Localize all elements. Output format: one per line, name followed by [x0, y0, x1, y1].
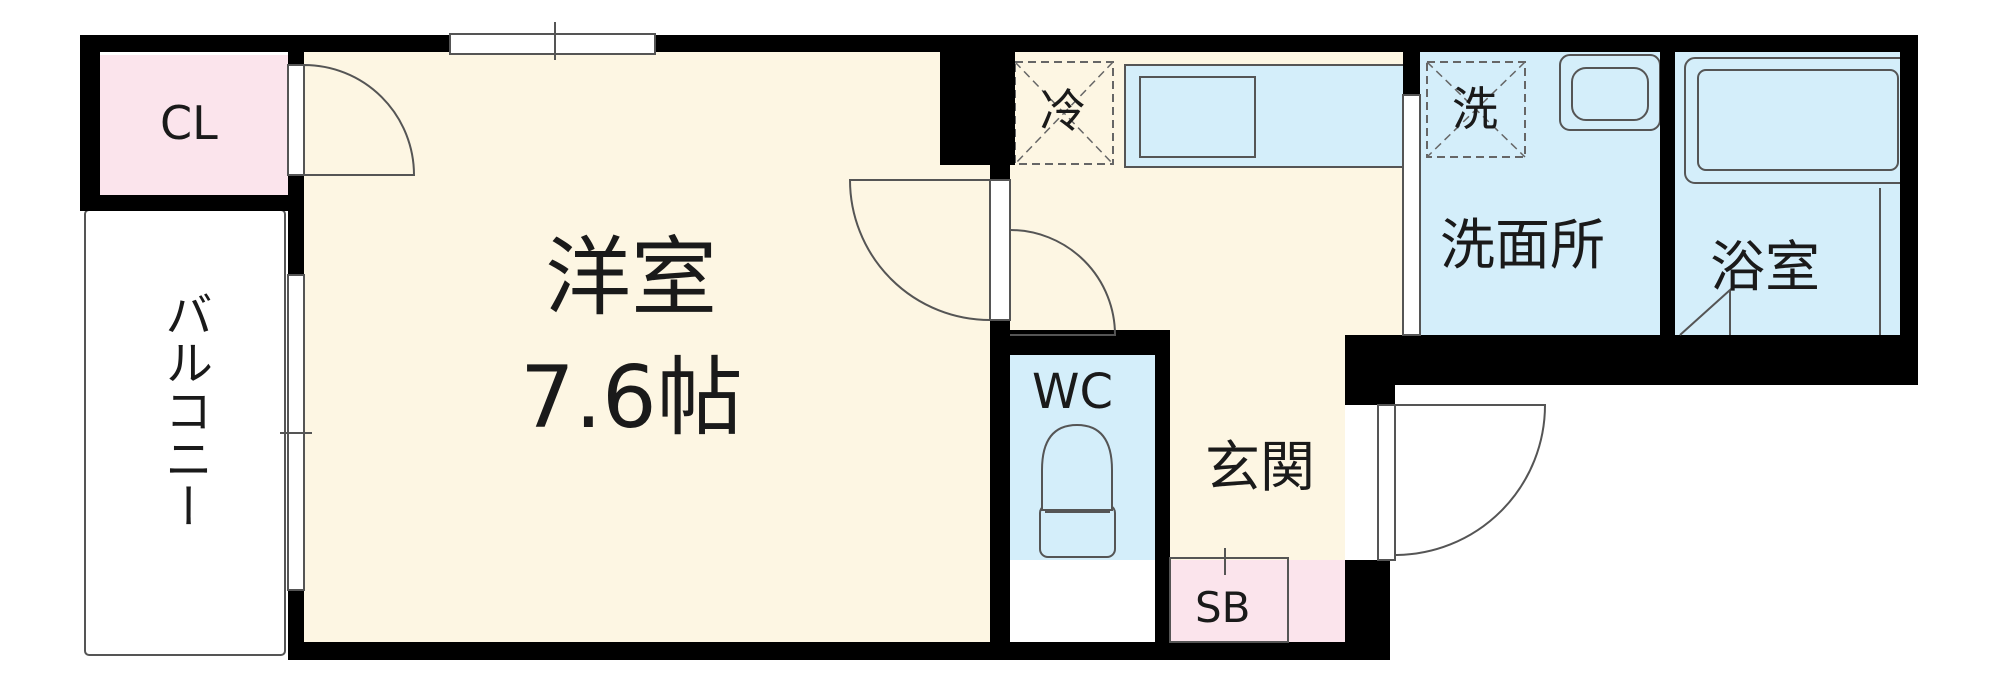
- washer-label: 洗: [1452, 82, 1498, 136]
- shoe-box-label: SB: [1195, 583, 1251, 632]
- bathtub-inner: [1697, 69, 1899, 171]
- kitchen-sink: [1139, 76, 1256, 158]
- toilet-label: WC: [1032, 364, 1113, 420]
- wash-basin-bowl: [1571, 67, 1649, 121]
- washroom-label: 洗面所: [1440, 213, 1606, 277]
- closet-label: CL: [160, 96, 218, 150]
- western-room-floor: [300, 50, 990, 642]
- washer-space: [1426, 61, 1526, 158]
- refrigerator-space: [1014, 61, 1114, 165]
- toilet-bowl: [1041, 423, 1113, 511]
- western-room-size-label: 7.6帖: [520, 348, 743, 448]
- closet-door-frame: [287, 64, 305, 176]
- washroom-door-frame: [1402, 94, 1421, 336]
- kitchen-door-frame: [989, 179, 1011, 321]
- closet-floor: [100, 55, 288, 195]
- refrigerator-label: 冷: [1040, 84, 1086, 138]
- entrance-door-frame: [1377, 404, 1396, 561]
- door-swings: [303, 63, 1731, 556]
- refrigerator-diagonal-2: [1014, 61, 1114, 165]
- entrance-label: 玄関: [1205, 435, 1316, 499]
- entrance-floor: [1170, 345, 1345, 560]
- washer-diagonal-2: [1426, 61, 1526, 158]
- top-window: [449, 33, 656, 55]
- shoe-box-floor: [1170, 560, 1345, 642]
- walls: [80, 35, 1918, 660]
- western-room-label: 洋室: [545, 228, 717, 328]
- bathroom-label: 浴室: [1710, 235, 1821, 299]
- balcony-label: バルコニー: [156, 290, 212, 530]
- shoe-box-frame: [1169, 557, 1289, 643]
